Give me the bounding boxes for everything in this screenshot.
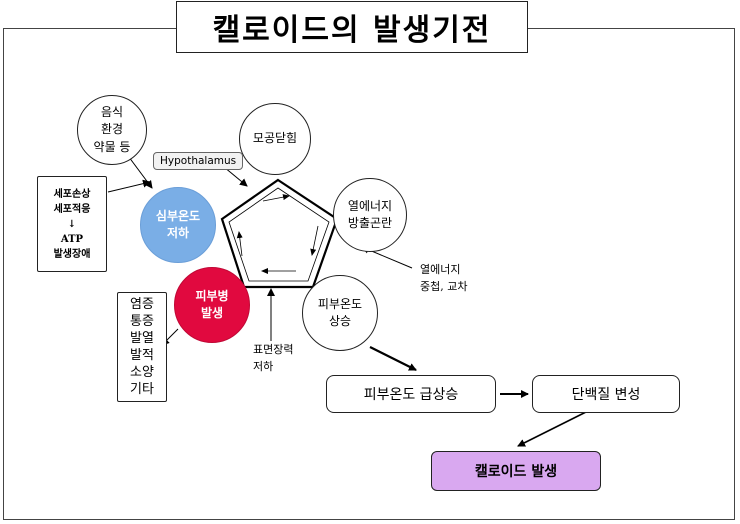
arrow-to-keloid	[517, 411, 587, 447]
arrow-hypothalamus	[223, 166, 248, 187]
arrow-to-rapid-rise	[369, 346, 417, 371]
node-core-temp-drop: 심부온도 저하	[140, 187, 216, 263]
symptom-item: 기타	[130, 382, 154, 398]
arrow-cause-to-core	[107, 179, 151, 193]
cycle-arrow	[262, 194, 290, 202]
node-skin-disease: 피부병 발생	[174, 267, 250, 343]
heat-accumulation-label: 열에너지 중첩, 교차	[420, 263, 468, 293]
symptom-item: 통증	[130, 313, 154, 329]
box-keloid-occurrence: 캘로이드 발생	[431, 451, 601, 491]
cycle-arrow	[310, 225, 319, 256]
hypothalamus-label: Hypothalamus	[153, 152, 244, 170]
symptom-item: 발열	[130, 330, 154, 346]
cycle-pentagon-inner	[228, 187, 330, 282]
cycle-arrow	[236, 231, 243, 257]
node-heat-emission-difficulty: 열에너지 방출곤란	[333, 178, 407, 252]
symptom-item: 발적	[130, 348, 154, 363]
box-protein-denaturation: 단백질 변성	[532, 375, 680, 413]
surface-tension-label: 표면장력 저하	[253, 343, 294, 373]
cause-line: ATP	[60, 233, 84, 245]
cause-line: 세포손상	[53, 188, 91, 200]
node-food-environment-drugs: 음식 환경 약물 등	[77, 95, 147, 165]
symptom-list: 염증 통증 발열 발적 소양 기타	[117, 292, 167, 402]
diagram-title: 캘로이드의 발생기전	[176, 1, 528, 53]
down-arrow-glyph: ↓	[67, 218, 77, 230]
node-skin-temp-rise: 피부온도 상승	[302, 275, 378, 351]
cause-line: 발생장애	[53, 248, 91, 260]
cause-line: 세포적응	[53, 203, 91, 215]
symptom-item: 소양	[130, 365, 154, 381]
box-rapid-skin-temp-rise: 피부온도 급상승	[326, 375, 496, 413]
node-pore-closure: 모공닫힘	[239, 103, 311, 175]
symptom-item: 염증	[130, 296, 154, 312]
cause-box: 세포손상 세포적응 ↓ ATP 발생장애	[37, 176, 107, 272]
